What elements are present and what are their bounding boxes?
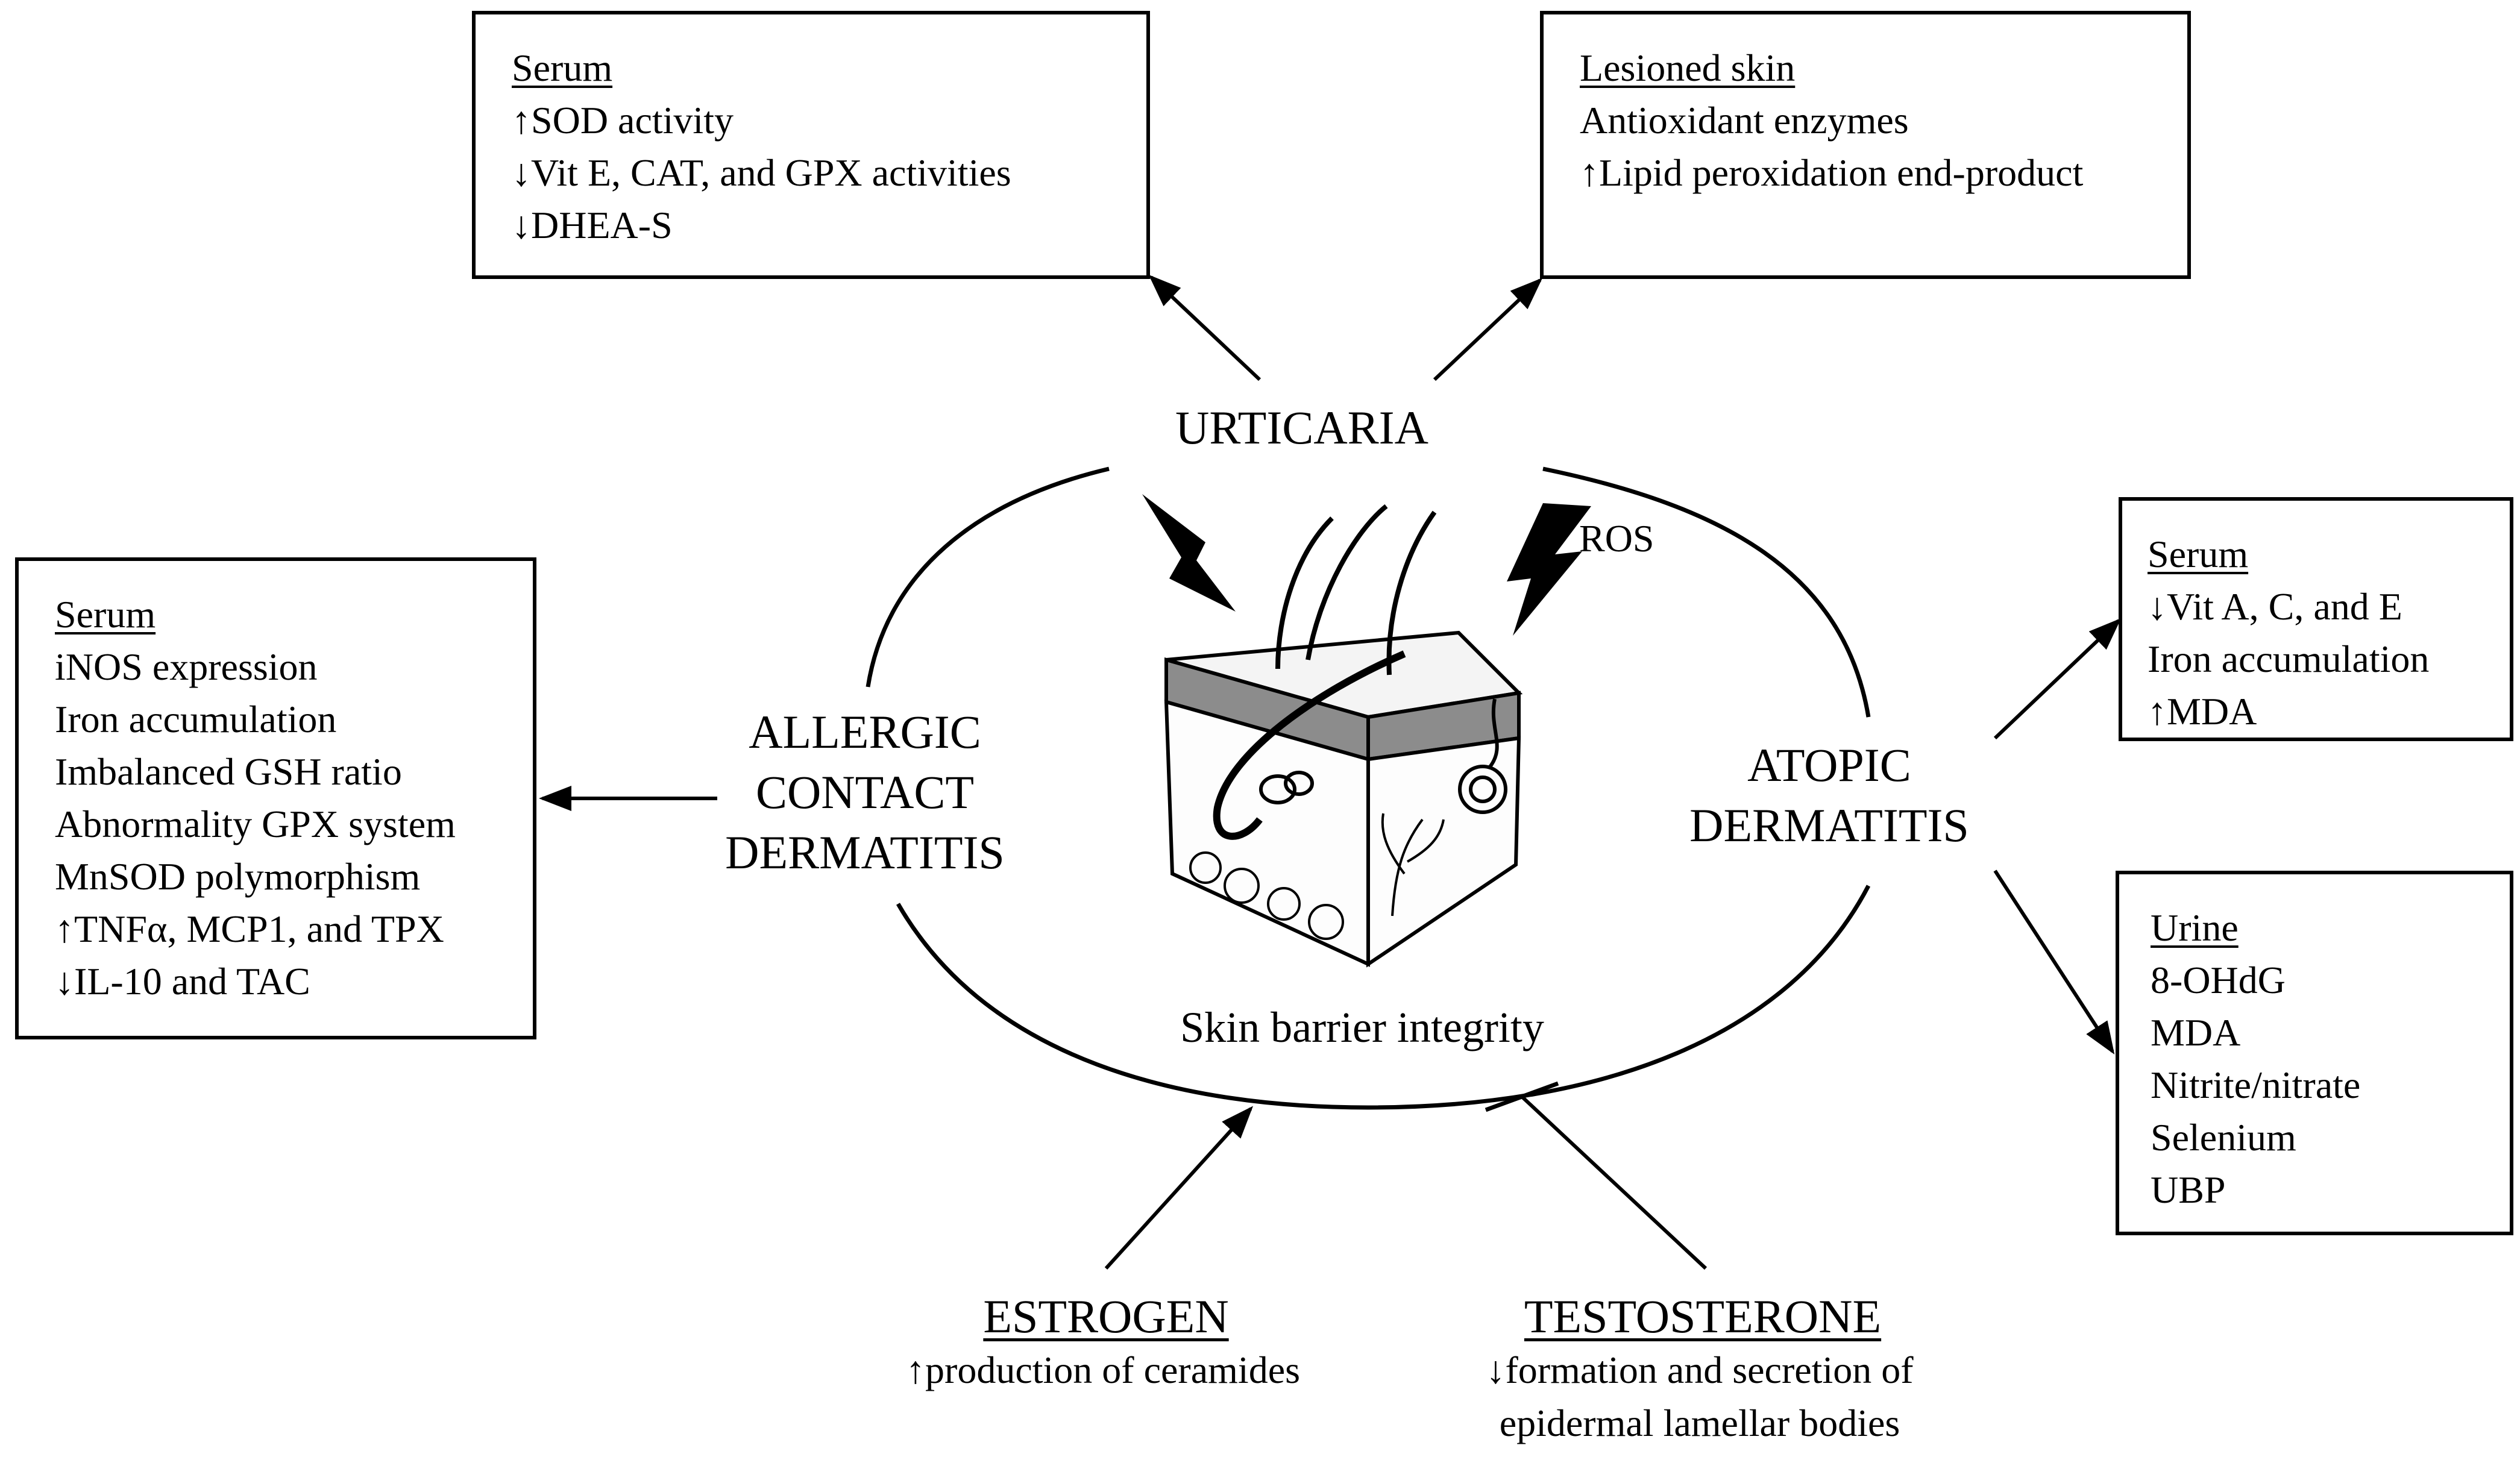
box-line: ↑Lipid peroxidation end-product [1580, 151, 2084, 194]
box-header: Serum [2148, 533, 2249, 575]
acd-label-line: ALLERGIC [749, 706, 981, 758]
box-line: Nitrite/nitrate [2151, 1064, 2361, 1106]
testosterone-effect-line: ↓formation and secretion of [1486, 1349, 1914, 1391]
arrow-estrogen-to-barrier [1104, 1106, 1254, 1270]
box-line: iNOS expression [55, 645, 318, 688]
box-line: UBP [2151, 1168, 2226, 1211]
box-line: MDA [2151, 1011, 2241, 1054]
cycle-arc-top-left [866, 466, 1110, 688]
box-line: MnSOD polymorphism [55, 855, 421, 898]
ad-label-line: DERMATITIS [1689, 799, 1969, 851]
acd-label-line: CONTACT [755, 766, 975, 818]
box-line: ↓IL-10 and TAC [55, 960, 310, 1003]
cycle-arc-bottom-left [896, 903, 1369, 1110]
cycle-arc-bottom-right [1368, 885, 1871, 1110]
testosterone-title: TESTOSTERONE [1524, 1290, 1882, 1343]
testosterone-effect-line: epidermal lamellar bodies [1499, 1402, 1900, 1444]
box-line: 8-OHdG [2151, 959, 2286, 1001]
ros-label: ROS [1579, 517, 1654, 560]
cycle-ellipse [866, 466, 1871, 1110]
estrogen-effect-line: ↑production of ceramides [906, 1349, 1300, 1391]
cycle-arc-top-right [1542, 466, 1871, 718]
acd-serum-box: Serum iNOS expression Iron accumulation … [15, 557, 536, 1039]
box-line: ↑TNFα, MCP1, and TPX [55, 907, 444, 950]
box-line: ↓Vit A, C, and E [2148, 585, 2402, 628]
lightning-bolt-icon [1507, 503, 1591, 636]
arrow-urticaria-to-lesioned-skin [1433, 277, 1543, 381]
arrow-urticaria-to-serum [1148, 274, 1262, 381]
box-line: Iron accumulation [55, 698, 337, 741]
testosterone-effect: ↓formation and secretion of epidermal la… [1410, 1344, 1989, 1450]
acd-label-line: DERMATITIS [725, 826, 1005, 879]
skin-barrier-caption: Skin barrier integrity [1180, 1003, 1544, 1051]
ad-label-line: ATOPIC [1747, 739, 1911, 791]
urticaria-serum-box: Serum ↑SOD activity ↓Vit E, CAT, and GPX… [472, 11, 1150, 279]
ad-urine-box: Urine 8-OHdG MDA Nitrite/nitrate Seleniu… [2116, 871, 2513, 1235]
box-line: ↓DHEA-S [512, 204, 673, 246]
acd-label: ALLERGIC CONTACT DERMATITIS [693, 702, 1037, 883]
box-line: Imbalanced GSH ratio [55, 750, 402, 793]
box-line: Antioxidant enzymes [1580, 99, 1909, 142]
arrow-ad-to-urine [1993, 870, 2115, 1055]
urticaria-skin-box: Lesioned skin Antioxidant enzymes ↑Lipid… [1540, 11, 2191, 279]
inhibition-testosterone-to-barrier [1520, 1095, 1708, 1270]
urticaria-label: URTICARIA [1175, 401, 1428, 454]
box-line: ↓Vit E, CAT, and GPX activities [512, 151, 1011, 194]
box-line: Iron accumulation [2148, 638, 2430, 680]
box-line: Selenium [2151, 1116, 2296, 1159]
box-header: Lesioned skin [1580, 46, 1796, 89]
box-header: Urine [2151, 906, 2239, 949]
estrogen-title: ESTROGEN [983, 1290, 1229, 1343]
box-line: Abnormality GPX system [55, 803, 456, 845]
lightning-bolt-icon [1142, 494, 1236, 612]
box-header: Serum [55, 593, 156, 636]
box-line: ↑SOD activity [512, 99, 734, 142]
box-header: Serum [512, 46, 613, 89]
estrogen-effect: ↑production of ceramides [832, 1344, 1374, 1397]
skin-cross-section-illustration [1164, 504, 1523, 968]
box-line: ↑MDA [2148, 690, 2257, 733]
arrow-ad-to-serum [1993, 618, 2122, 740]
ad-label: ATOPIC DERMATITIS [1670, 735, 1989, 856]
ad-serum-box: Serum ↓Vit A, C, and E Iron accumulation… [2119, 497, 2513, 741]
inhibition-bar [1485, 1081, 1559, 1112]
